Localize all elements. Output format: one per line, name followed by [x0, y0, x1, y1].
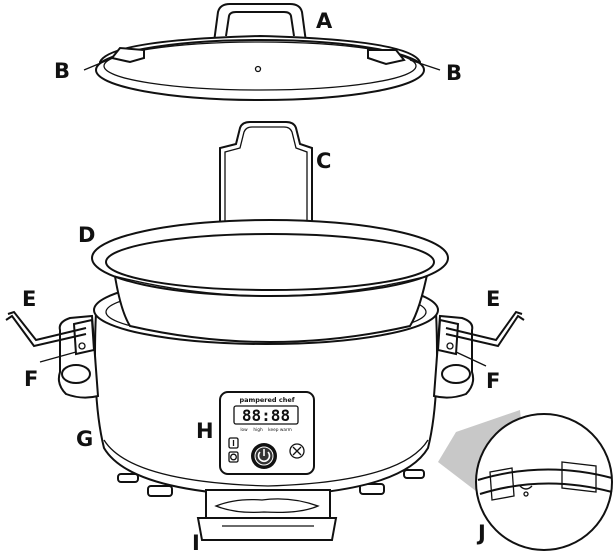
timer-icon[interactable]: [228, 451, 239, 463]
leader-lines: [39, 59, 487, 367]
label-b-left: B: [54, 59, 70, 83]
label-b-right: B: [446, 61, 462, 85]
power-icon: [257, 449, 271, 463]
control-panel: pampered chef 88:88 low high keep warm: [219, 391, 315, 475]
lid: [95, 3, 425, 101]
mode-low: low: [240, 427, 248, 433]
lid-clip-left: [110, 46, 145, 64]
mode-keep-warm: keep warm: [268, 427, 292, 433]
label-j: J: [476, 521, 486, 545]
lid-handle: [212, 3, 308, 43]
side-handle-right: [432, 310, 525, 399]
label-i: I: [192, 531, 200, 555]
cancel-x-icon: [292, 446, 302, 456]
mode-high: high: [253, 427, 263, 433]
label-f-right: F: [486, 369, 500, 393]
cord-storage-drawer: [196, 489, 338, 541]
magnified-detail: [438, 410, 613, 551]
label-a: A: [316, 9, 333, 33]
cancel-button[interactable]: [289, 443, 305, 459]
lifting-rack: [219, 121, 313, 240]
thermometer-icon[interactable]: [228, 437, 239, 449]
label-e-left: E: [22, 287, 36, 311]
label-f-left: F: [24, 367, 38, 391]
side-handle-left: [5, 310, 100, 399]
timer-display: 88:88: [242, 406, 290, 425]
brand-logo-text: pampered chef: [239, 396, 294, 404]
label-e-right: E: [486, 287, 500, 311]
label-c: C: [316, 149, 331, 173]
label-h: H: [196, 419, 214, 443]
label-d: D: [78, 223, 95, 247]
label-g: G: [76, 427, 93, 451]
lid-clip-right: [367, 49, 406, 66]
stoneware-insert: [91, 219, 449, 344]
power-button[interactable]: [251, 443, 277, 469]
